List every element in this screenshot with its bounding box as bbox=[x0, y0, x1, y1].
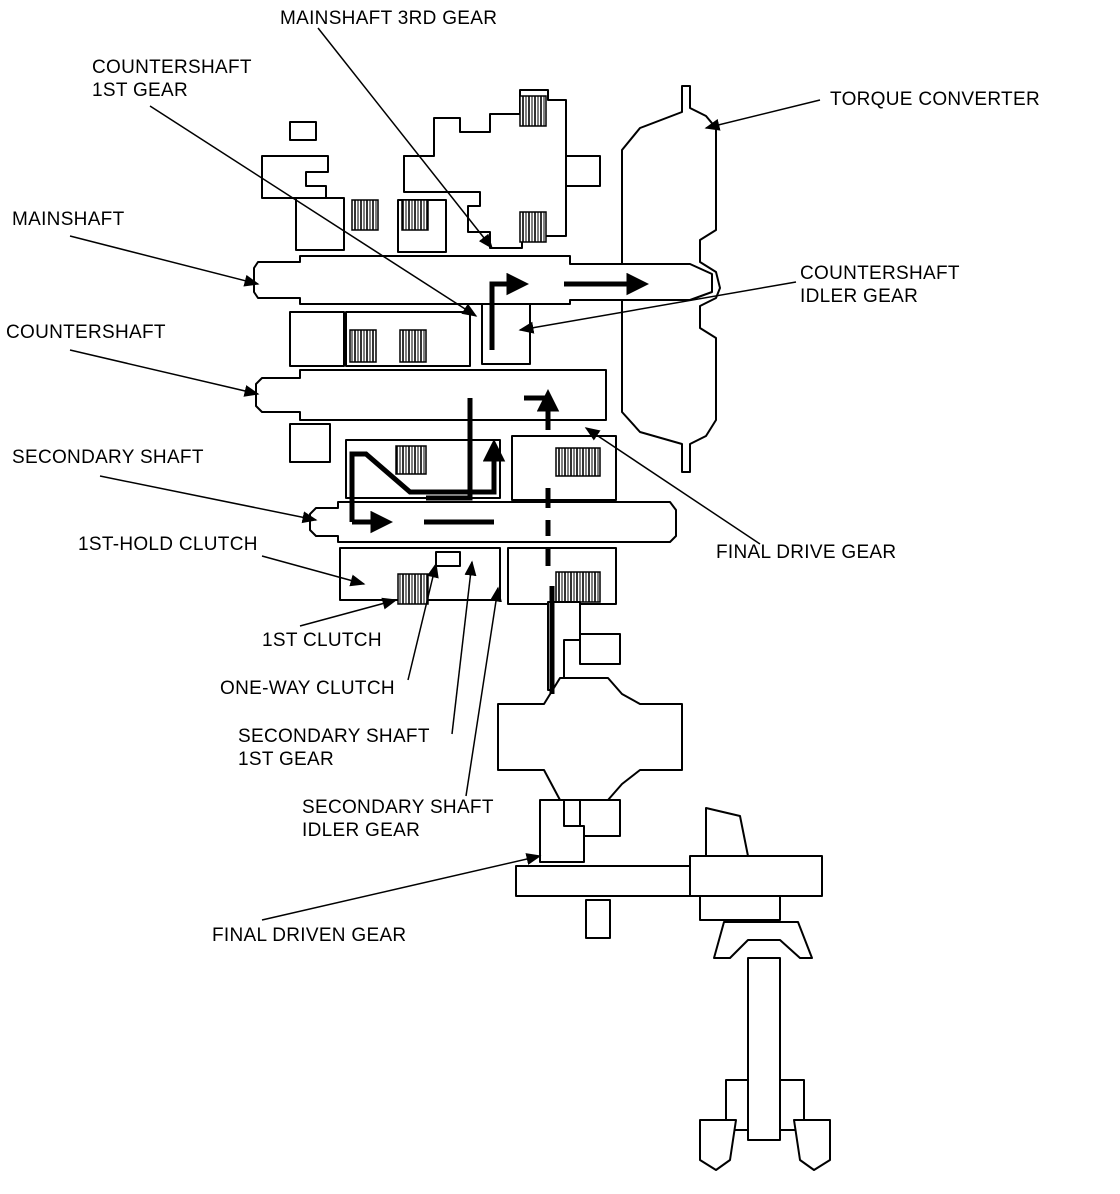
label-secondary-shaft: SECONDARY SHAFT bbox=[12, 447, 204, 468]
label-1st-hold-clutch: 1ST-HOLD CLUTCH bbox=[78, 534, 258, 555]
label-countershaft-1st-gear: COUNTERSHAFT 1ST GEAR bbox=[92, 57, 252, 101]
label-secondary-shaft-1st-gear: SECONDARY SHAFT 1ST GEAR bbox=[238, 726, 430, 770]
label-torque-converter: TORQUE CONVERTER bbox=[830, 89, 1040, 110]
power-flow-path bbox=[349, 272, 649, 694]
pinion-shaft bbox=[699, 921, 831, 1171]
label-one-way-clutch: ONE-WAY CLUTCH bbox=[220, 678, 395, 699]
countershaft bbox=[255, 369, 607, 421]
label-mainshaft-3rd-gear: MAINSHAFT 3RD GEAR bbox=[280, 8, 498, 29]
mainshaft-gear-cluster bbox=[261, 89, 601, 253]
leader-lines bbox=[69, 27, 821, 921]
differential-assembly bbox=[497, 601, 823, 939]
mainshaft bbox=[253, 255, 713, 305]
label-countershaft: COUNTERSHAFT bbox=[6, 322, 166, 343]
label-secondary-shaft-idler-gear: SECONDARY SHAFT IDLER GEAR bbox=[302, 797, 494, 841]
label-final-driven-gear: FINAL DRIVEN GEAR bbox=[212, 925, 407, 946]
countershaft-gear-cluster bbox=[289, 303, 531, 463]
label-1st-clutch: 1ST CLUTCH bbox=[262, 630, 382, 651]
label-mainshaft: MAINSHAFT bbox=[12, 209, 125, 230]
label-countershaft-idler-gear: COUNTERSHAFT IDLER GEAR bbox=[800, 263, 960, 307]
secondary-shaft-gear-cluster bbox=[339, 435, 617, 605]
label-final-drive-gear: FINAL DRIVE GEAR bbox=[716, 542, 897, 563]
